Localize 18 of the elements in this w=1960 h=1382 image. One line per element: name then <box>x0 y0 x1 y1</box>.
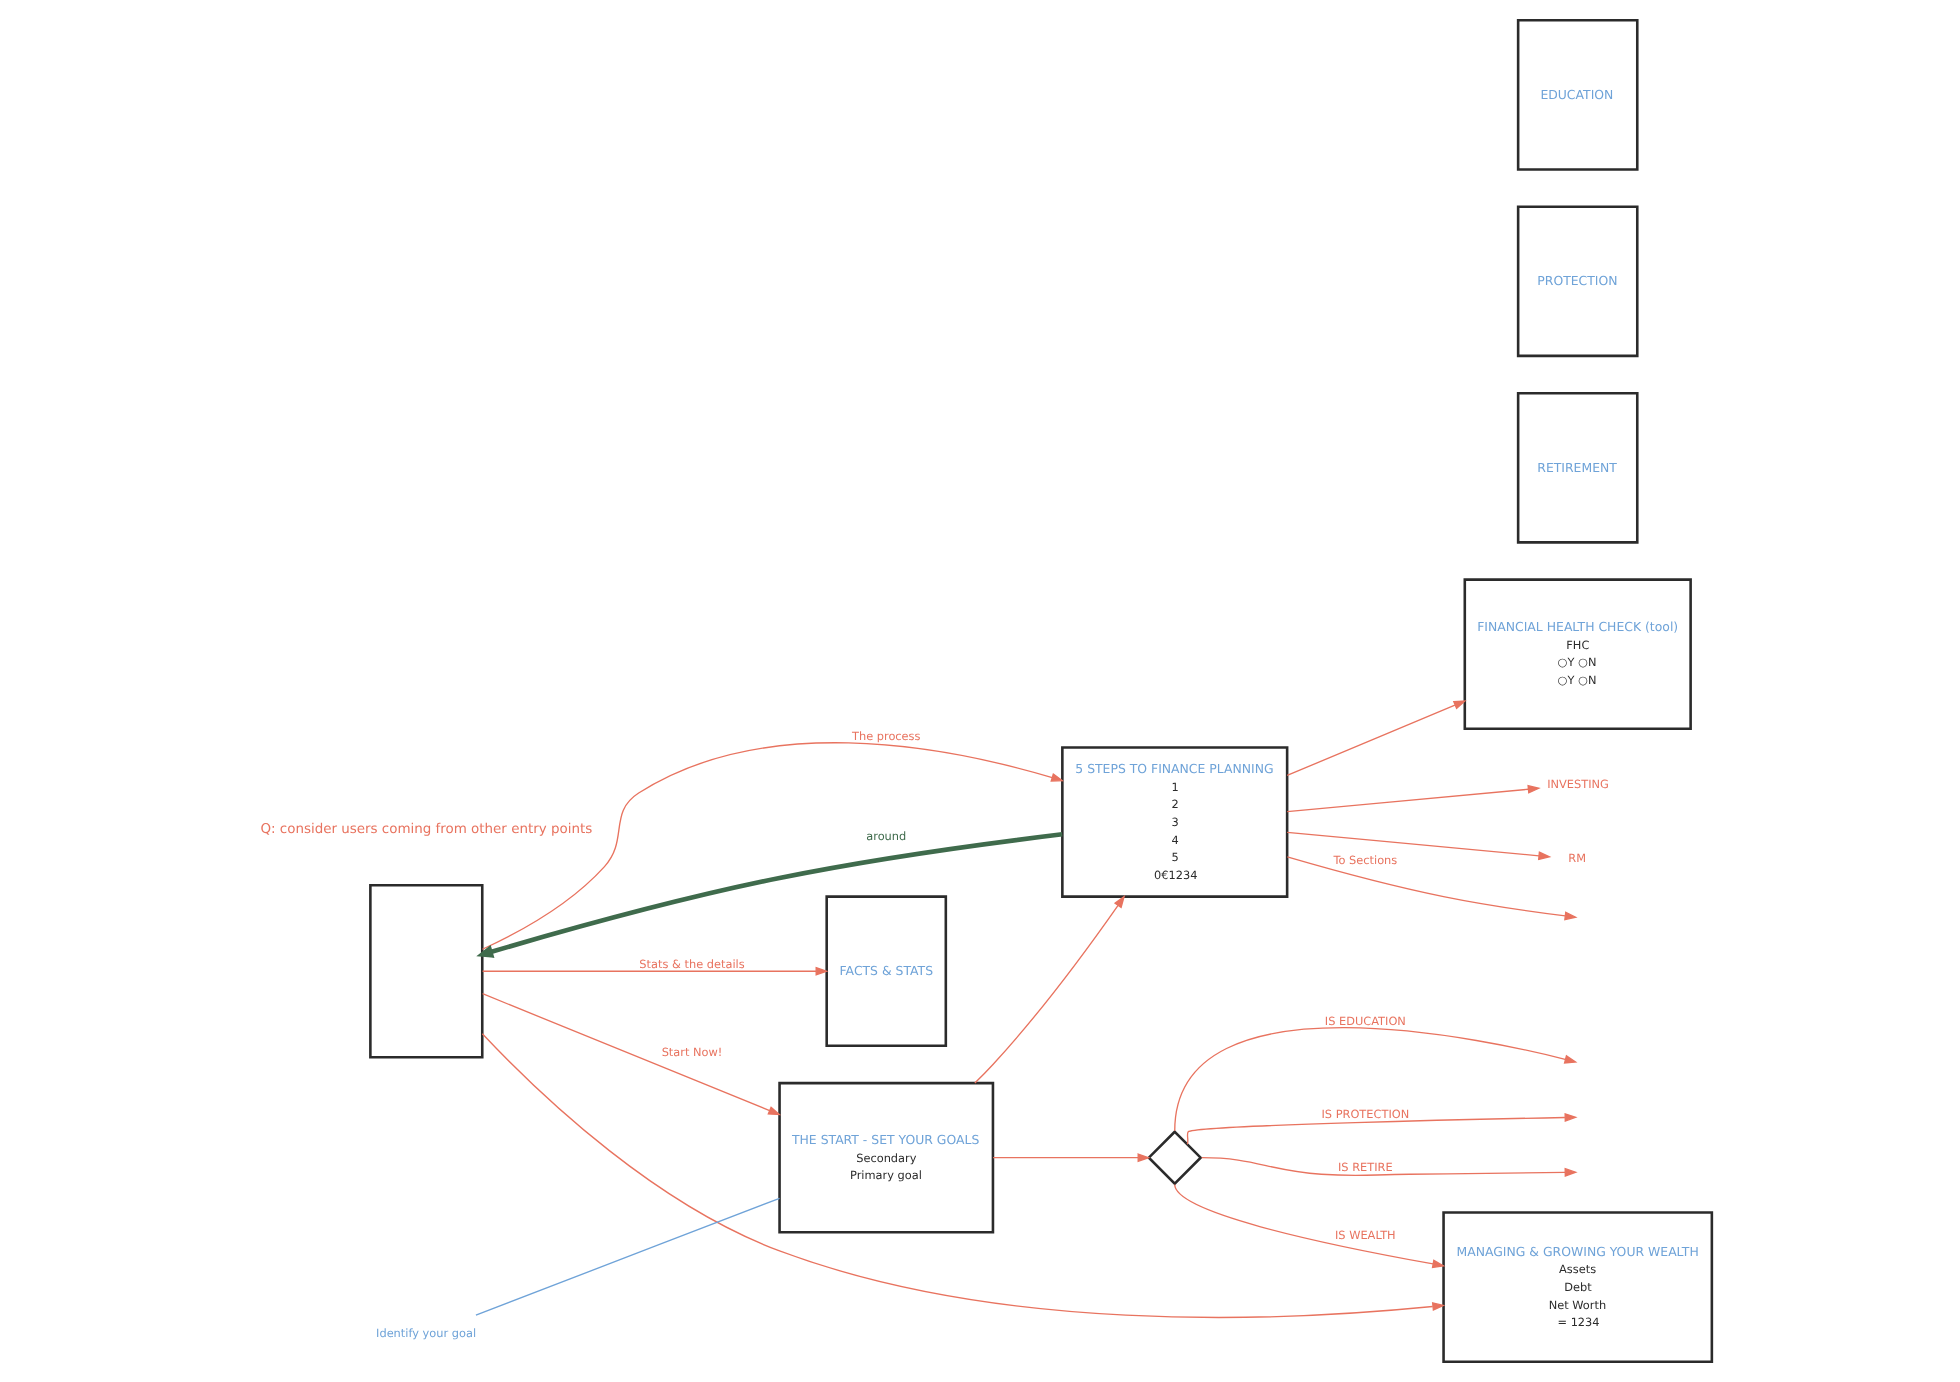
node-diamond <box>1147 1129 1203 1186</box>
arrow <box>1174 1183 1446 1269</box>
arrow <box>1286 700 1467 777</box>
arrow <box>481 1033 1446 1318</box>
arrow <box>1174 1027 1578 1132</box>
arrow <box>974 895 1126 1084</box>
node-box <box>369 883 484 1059</box>
arrow <box>1286 856 1578 921</box>
arrow <box>481 993 782 1116</box>
arrow <box>481 742 1065 950</box>
arrow <box>1201 1157 1578 1177</box>
arrow <box>481 966 829 976</box>
arrow <box>1286 831 1552 861</box>
connector <box>475 1197 781 1316</box>
arrow <box>1186 1112 1578 1145</box>
arrow <box>1286 784 1541 813</box>
arrow <box>476 832 1063 958</box>
arrow <box>992 1153 1151 1163</box>
